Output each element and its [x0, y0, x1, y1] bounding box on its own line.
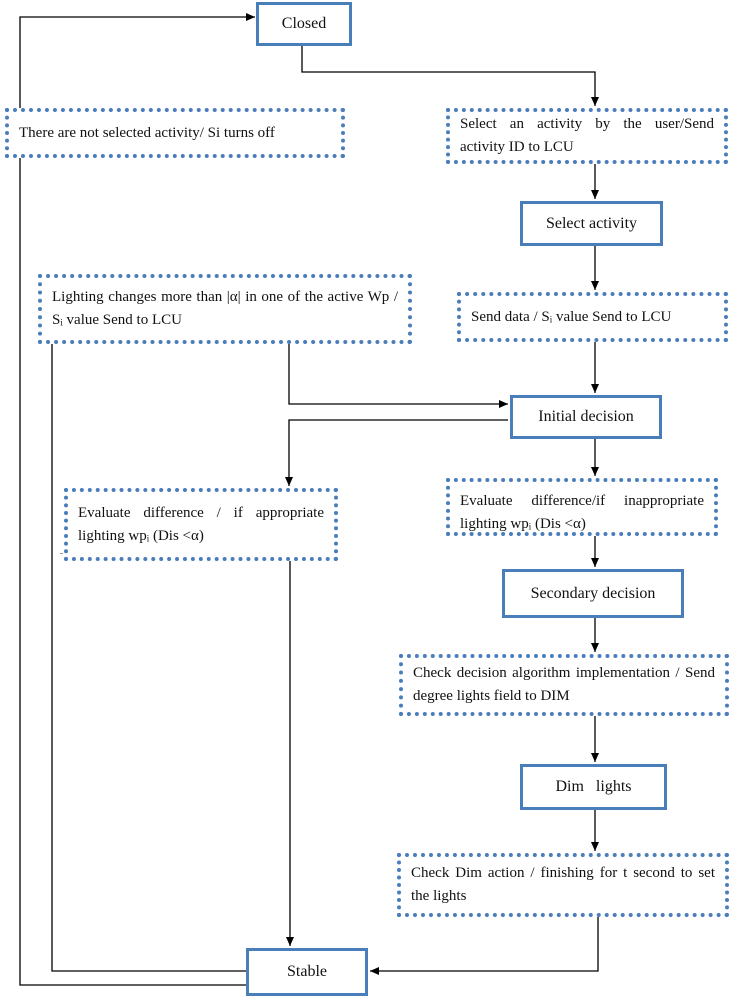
transition-eval-appropriate: Evaluate difference / if appropriate lig… [64, 488, 338, 561]
transition-check-algorithm-label: Check decision algorithm implementation … [413, 665, 715, 704]
state-dim-lights-label: Dim lights [555, 778, 632, 795]
state-stable-label: Stable [287, 963, 327, 980]
transition-send-data: Send data / Sᵢ value Send to LCU [457, 292, 728, 342]
transition-select-by-user-label: Select an activity by the user/Send acti… [460, 116, 714, 155]
state-select-activity: Select activity [520, 201, 663, 246]
state-initial-decision-label: Initial decision [538, 408, 634, 425]
transition-no-activity-label: There are not selected activity/ Si turn… [19, 124, 275, 141]
transition-lighting-changes-label: Lighting changes more than |α| in one of… [52, 289, 398, 328]
transition-eval-inappropriate-label: Evaluate difference/if inappropriate lig… [460, 493, 704, 532]
state-closed: Closed [256, 2, 352, 46]
stray-mark [60, 553, 63, 554]
transition-send-data-label: Send data / Sᵢ value Send to LCU [471, 308, 672, 325]
transition-no-activity: There are not selected activity/ Si turn… [5, 108, 345, 158]
state-dim-lights: Dim lights [520, 764, 667, 810]
arrow-stable-to-lighting-changes [48, 333, 246, 972]
arrow-closed-to-select-by-user [301, 46, 599, 106]
state-secondary-decision-label: Secondary decision [530, 584, 656, 602]
arrow-stable-to-no-activity [19, 158, 246, 986]
transition-check-dim-label: Check Dim action / finishing for t secon… [411, 865, 715, 904]
state-initial-decision: Initial decision [510, 395, 662, 439]
transition-check-dim: Check Dim action / finishing for t secon… [397, 853, 729, 917]
transition-select-by-user: Select an activity by the user/Send acti… [446, 108, 728, 164]
transition-check-algorithm: Check decision algorithm implementation … [399, 654, 729, 716]
arrow-no-activity-to-closed [19, 13, 255, 108]
transition-lighting-changes: Lighting changes more than |α| in one of… [38, 274, 412, 344]
arrow-lighting-changes-to-initial-decision [288, 344, 508, 408]
state-select-activity-label: Select activity [545, 214, 638, 232]
arrow-check-dim-to-stable [370, 917, 599, 975]
state-stable: Stable [246, 948, 368, 996]
transition-eval-inappropriate: Evaluate difference/if inappropriate lig… [446, 478, 718, 536]
arrow-initial-decision-to-eval-appropriate [285, 419, 508, 486]
transition-eval-appropriate-label: Evaluate difference / if appropriate lig… [78, 504, 324, 544]
state-secondary-decision: Secondary decision [502, 569, 684, 618]
state-closed-label: Closed [281, 15, 327, 32]
